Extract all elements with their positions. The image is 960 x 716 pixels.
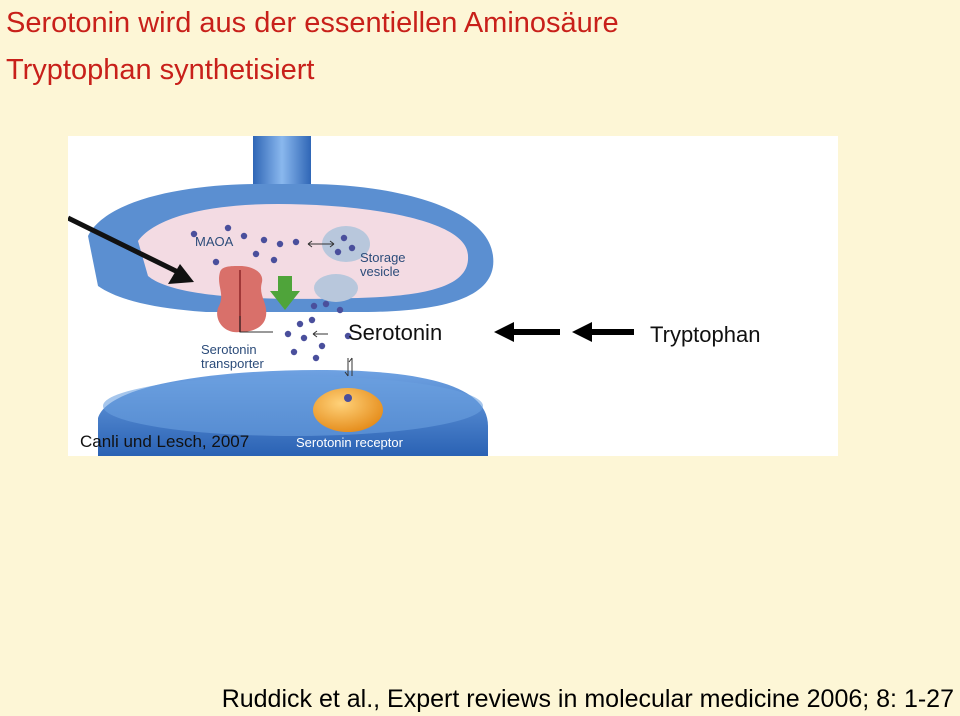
slide-title: Serotonin wird aus der essentiellen Amin… <box>6 0 619 94</box>
pointer-arrow <box>68 215 188 279</box>
title-line-2: Tryptophan synthetisiert <box>6 54 315 86</box>
serotonin-molecule <box>252 250 260 258</box>
title-line-1: Serotonin wird aus der essentiellen Amin… <box>6 7 619 39</box>
maoa-label: MAOA <box>195 234 234 249</box>
serotonin-molecule <box>310 302 318 310</box>
serotonin-molecule <box>240 232 248 240</box>
storage-vesicle <box>322 226 370 262</box>
transporter-label-1: Serotonin <box>201 342 257 357</box>
serotonin-molecule <box>340 234 348 242</box>
postsynaptic-surface <box>103 376 483 436</box>
receptor-bound-molecule <box>344 394 352 402</box>
serotonin-molecule <box>276 240 284 248</box>
synapse-figure: MAOA Storage vesicle Serotonin transport… <box>68 136 838 456</box>
serotonin-molecule <box>292 238 300 246</box>
serotonin-molecule <box>348 244 356 252</box>
storage-vesicle <box>314 274 358 302</box>
serotonin-molecule <box>336 306 344 314</box>
reference-footer: Ruddick et al., Expert reviews in molecu… <box>221 685 954 713</box>
pathway-arrow-left <box>494 322 560 342</box>
transporter-label-2: transporter <box>201 356 264 371</box>
serotonin-molecule <box>300 334 308 342</box>
pathway-tryptophan-label: Tryptophan <box>650 322 761 347</box>
serotonin-molecule <box>344 332 352 340</box>
serotonin-molecule <box>290 348 298 356</box>
serotonin-molecule <box>312 354 320 362</box>
serotonin-molecule <box>296 320 304 328</box>
serotonin-receptor <box>313 388 383 432</box>
synapse-illustration <box>68 136 634 456</box>
serotonin-molecule <box>284 330 292 338</box>
serotonin-molecule <box>260 236 268 244</box>
serotonin-transporter <box>217 266 267 333</box>
serotonin-molecule <box>308 316 316 324</box>
serotonin-molecule <box>224 224 232 232</box>
serotonin-molecule <box>212 258 220 266</box>
serotonin-molecule <box>318 342 326 350</box>
storage-vesicle-label-2: vesicle <box>360 264 400 279</box>
serotonin-molecule <box>322 300 330 308</box>
serotonin-molecule <box>190 230 198 238</box>
receptor-label: Serotonin receptor <box>296 435 403 450</box>
figure-citation: Canli und Lesch, 2007 <box>80 432 250 451</box>
serotonin-molecules <box>190 224 356 362</box>
release-arrow <box>270 276 300 310</box>
pathway-arrow-right <box>572 322 634 342</box>
storage-vesicle-label-1: Storage <box>360 250 406 265</box>
pathway-serotonin-label: Serotonin <box>348 320 443 345</box>
serotonin-molecule <box>270 256 278 264</box>
serotonin-molecule <box>334 248 342 256</box>
